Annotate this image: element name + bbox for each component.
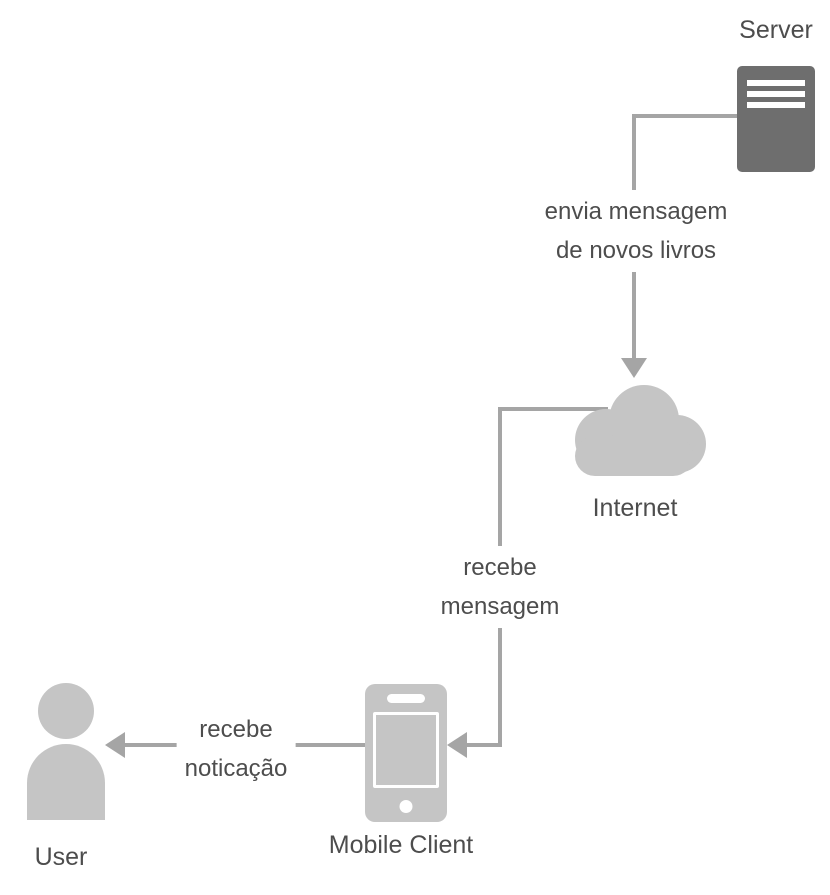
arrowhead-left-icon (447, 732, 467, 758)
edge-server-internet-label-line1: envia mensagem (544, 198, 728, 225)
edge-server-internet-label-line2: de novos livros (555, 237, 717, 264)
server-slot-icon (747, 80, 805, 86)
arrowhead-left-icon (105, 732, 125, 758)
edge-mobile-user-label-line2: noticação (184, 755, 288, 782)
arrowhead-down-icon (621, 358, 647, 378)
edge-mobile-user-label: recebe noticação (176, 708, 296, 790)
edge-internet-mobile-label-line1: recebe (463, 554, 537, 581)
user-label: User (34, 843, 88, 871)
edge-internet-mobile-label: recebe mensagem (432, 546, 568, 628)
edge-server-internet-label: envia mensagem de novos livros (536, 190, 736, 272)
person-icon (38, 683, 94, 739)
edge-mobile-user-label-line1: recebe (199, 716, 273, 743)
internet-label: Internet (592, 494, 678, 522)
cloud-icon (575, 385, 706, 476)
server-label: Server (739, 16, 813, 44)
edge-internet-mobile-line-horizontal-top (498, 407, 608, 411)
smartphone-icon (365, 684, 447, 822)
server-slot-icon (747, 102, 805, 108)
person-icon (27, 744, 105, 820)
edge-internet-mobile-label-line2: mensagem (440, 593, 560, 620)
phone-speaker-icon (387, 694, 425, 703)
server-icon (737, 66, 815, 172)
phone-home-button-icon (399, 800, 413, 813)
phone-screen-icon (373, 712, 439, 788)
edge-server-internet-line-horizontal (632, 114, 737, 118)
edge-internet-mobile-line-horizontal-bottom (465, 743, 502, 747)
mobile-client-label: Mobile Client (328, 831, 474, 859)
server-slot-icon (747, 91, 805, 97)
